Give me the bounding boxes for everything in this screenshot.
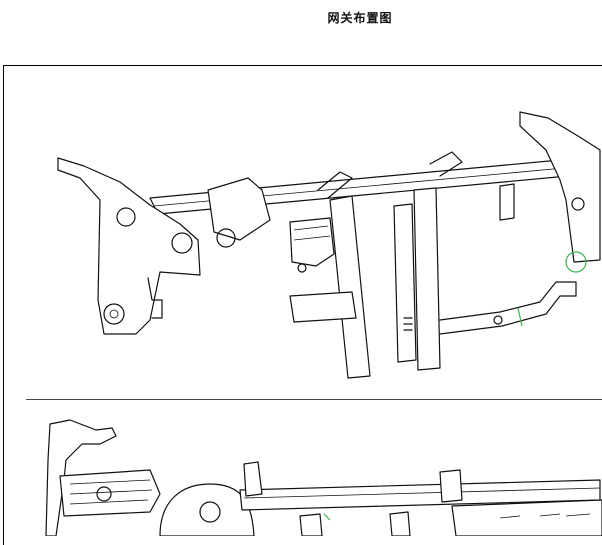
- drawing-frame: [3, 65, 602, 545]
- upper-view: [57, 111, 601, 379]
- steering-hub-center: [199, 501, 221, 523]
- steering-support: [207, 177, 271, 241]
- module-details: [499, 513, 591, 519]
- lower-view: [45, 419, 602, 536]
- harness-route: [517, 307, 523, 327]
- right-lower-module: [451, 499, 602, 536]
- left-harness-bundle: [59, 469, 161, 517]
- steering-column-hub: [159, 483, 255, 536]
- gateway-connector: [297, 263, 307, 273]
- left-mount-bracket: [57, 157, 201, 335]
- lower-support-leg: [299, 513, 323, 536]
- gateway-module-ribs: [293, 225, 331, 241]
- steering-support-hole: [216, 228, 236, 248]
- left-bracket-bolt: [109, 309, 119, 319]
- upper-tab: [429, 151, 463, 177]
- support-spring: [403, 317, 413, 331]
- center-cross-brace: [289, 291, 357, 323]
- lower-beam-highlight: [243, 487, 601, 499]
- right-mount-bracket: [519, 111, 601, 263]
- lower-support-leg: [389, 511, 411, 536]
- left-bracket-hole: [171, 232, 193, 254]
- left-bracket-hole: [103, 303, 125, 325]
- gateway-module: [289, 217, 335, 267]
- center-support-left: [329, 195, 371, 379]
- harness-route-lower: [323, 513, 331, 521]
- left-lower-bracket: [45, 419, 117, 536]
- page-title: 网关布置图: [327, 11, 393, 25]
- lower-beam-post: [439, 469, 463, 503]
- upper-tab: [317, 171, 353, 199]
- right-small-bracket: [499, 183, 515, 221]
- left-harness-clip: [147, 277, 163, 319]
- right-brace-hole: [493, 315, 503, 325]
- view-divider: [26, 399, 602, 400]
- center-support-mid: [393, 203, 417, 363]
- lower-beam-post: [243, 461, 263, 497]
- harness-clip-marker: [565, 251, 587, 273]
- harness-grommet: [96, 486, 112, 502]
- center-support-right: [413, 187, 441, 371]
- left-bracket-hole: [116, 207, 136, 227]
- right-lower-brace: [439, 281, 577, 335]
- right-bracket-hole: [571, 197, 585, 211]
